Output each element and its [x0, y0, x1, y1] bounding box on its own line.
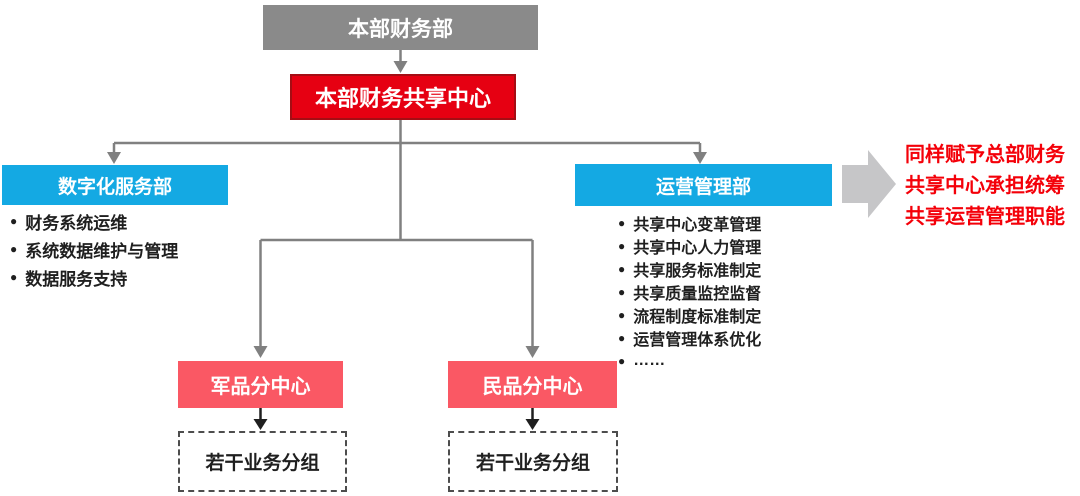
list-item: ● 系统数据维护与管理	[10, 235, 178, 263]
arrow-down-icon	[525, 346, 540, 358]
list-item-label: 运营管理体系优化	[633, 331, 762, 349]
node-business-groups-right: 若干业务分组	[448, 431, 618, 492]
list-item-label: 流程制度标准制定	[633, 308, 762, 326]
bullet-icon: ●	[618, 215, 626, 230]
arrow-down-icon	[693, 152, 707, 164]
list-item: ● 共享质量监控监督	[618, 280, 761, 303]
node-operations-mgmt-dept: 运营管理部	[575, 164, 832, 206]
node-business-groups-left: 若干业务分组	[178, 431, 347, 492]
list-item: ● 共享中心人力管理	[618, 234, 761, 257]
list-item: ● 数据服务支持	[10, 263, 178, 291]
list-item-label: 共享质量监控监督	[633, 285, 762, 303]
list-item-label: 数据服务支持	[25, 269, 128, 289]
node-label: 若干业务分组	[475, 453, 590, 474]
bullet-icon: ●	[10, 270, 18, 284]
bullet-icon: ●	[618, 238, 626, 253]
bullet-icon: ●	[10, 214, 18, 228]
list-item-label: 财务系统运维	[25, 213, 128, 233]
list-item: ● 共享服务标准制定	[618, 257, 761, 280]
connector-bottom-split	[259, 238, 534, 347]
annotation-line: 同样赋予总部财务	[905, 144, 1065, 166]
annotation-line: 共享中心承担统筹	[905, 175, 1065, 197]
list-item: ● ……	[618, 349, 761, 372]
node-label: 军品分中心	[210, 376, 311, 398]
node-label: 民品分中心	[482, 376, 583, 398]
list-item-label: ……	[633, 351, 666, 369]
arrow-down-icon	[393, 61, 408, 73]
node-label: 数字化服务部	[57, 176, 172, 198]
digital-service-item-list: ● 财务系统运维 ● 系统数据维护与管理 ● 数据服务支持	[10, 207, 178, 291]
bullet-icon: ●	[618, 330, 626, 345]
node-finance-shared-center: 本部财务共享中心	[290, 74, 516, 120]
node-label: 本部财务共享中心	[314, 86, 491, 111]
node-digital-service-dept: 数字化服务部	[2, 165, 228, 205]
annotation-line: 共享运营管理职能	[905, 206, 1065, 228]
list-item: ● 共享中心变革管理	[618, 211, 761, 234]
list-item-label: 共享中心变革管理	[633, 216, 762, 234]
connector-top-split	[112, 120, 702, 240]
bullet-icon: ●	[10, 242, 18, 256]
list-item-label: 共享中心人力管理	[633, 239, 762, 257]
bullet-icon: ●	[618, 307, 626, 322]
node-label: 运营管理部	[655, 176, 751, 198]
arrow-down-icon	[253, 419, 268, 430]
list-item: ● 流程制度标准制定	[618, 303, 761, 326]
operations-mgmt-item-list: ● 共享中心变革管理 ● 共享中心人力管理 ● 共享服务标准制定 ● 共享质量监…	[618, 211, 761, 372]
list-item-label: 共享服务标准制定	[633, 262, 762, 280]
list-item-label: 系统数据维护与管理	[25, 241, 179, 261]
node-label: 本部财务部	[348, 17, 453, 41]
bullet-icon: ●	[618, 353, 626, 368]
node-military-products-subcenter: 军品分中心	[178, 361, 343, 408]
node-hq-finance-dept: 本部财务部	[263, 5, 538, 50]
arrow-down-icon	[253, 346, 268, 358]
bullet-icon: ●	[618, 261, 626, 276]
annotation-note: 同样赋予总部财务 共享中心承担统筹 共享运营管理职能	[905, 140, 1065, 233]
list-item: ● 运营管理体系优化	[618, 326, 761, 349]
bullet-icon: ●	[618, 284, 626, 299]
arrow-down-icon	[107, 152, 121, 164]
block-arrow-right-icon	[842, 150, 896, 218]
list-item: ● 财务系统运维	[10, 207, 178, 235]
node-label: 若干业务分组	[205, 453, 320, 474]
node-civilian-products-subcenter: 民品分中心	[448, 361, 617, 408]
arrow-down-icon	[525, 419, 540, 430]
